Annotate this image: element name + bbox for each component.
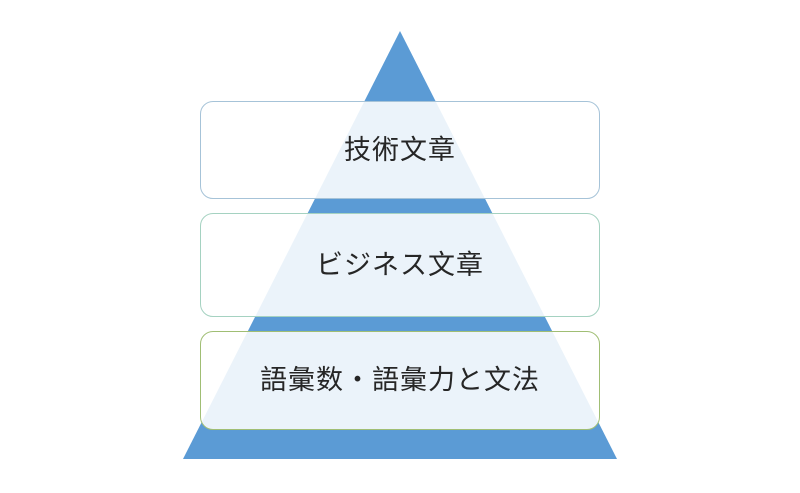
pyramid-level-bottom-label: 語彙数・語彙力と文法: [260, 365, 540, 395]
pyramid-level-bottom: 語彙数・語彙力と文法: [200, 331, 600, 430]
pyramid-level-middle-label: ビジネス文章: [316, 249, 484, 280]
pyramid-level-top: 技術文章: [200, 101, 600, 199]
pyramid-level-top-label: 技術文章: [344, 134, 456, 165]
pyramid-level-middle: ビジネス文章: [200, 213, 600, 317]
